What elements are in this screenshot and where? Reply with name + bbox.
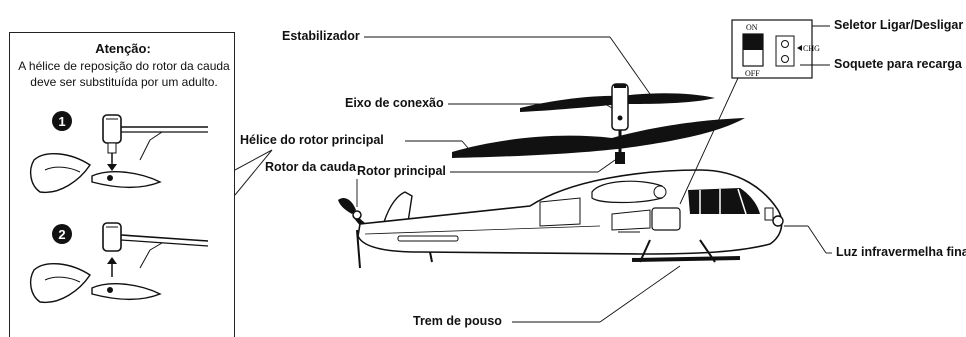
label-eixo-conexao: Eixo de conexão xyxy=(345,96,444,110)
attention-title: Atenção: xyxy=(95,41,151,56)
attention-text: A hélice de reposição do rotor da cauda … xyxy=(18,59,230,89)
label-trem-pouso: Trem de pouso xyxy=(413,314,502,328)
switch-off-text: OFF xyxy=(745,69,760,78)
helicopter: ON OFF CHG xyxy=(338,19,820,269)
label-seletor: Seletor Ligar/Desligar xyxy=(834,18,964,32)
main-rotor-blade xyxy=(452,118,745,158)
switch-chg-text: CHG xyxy=(803,44,820,53)
canopy xyxy=(688,188,760,214)
tail-rotor xyxy=(338,198,356,214)
step-1-illustration: 1 xyxy=(29,111,208,194)
step-2-illustration: 2 xyxy=(29,222,209,304)
step-1-number: 1 xyxy=(58,114,65,129)
label-luz-infravermelha: Luz infravermelha fina xyxy=(836,245,966,259)
label-soquete: Soquete para recarga xyxy=(834,57,962,71)
leader-lines xyxy=(356,25,832,323)
landing-skid xyxy=(631,256,741,262)
label-rotor-cauda: Rotor da cauda xyxy=(265,160,356,174)
label-rotor-principal: Rotor principal xyxy=(357,164,446,178)
label-helice-rotor-principal: Hélice do rotor principal xyxy=(240,133,384,147)
ir-light xyxy=(772,215,784,227)
label-estabilizador: Estabilizador xyxy=(282,29,360,43)
switch-on-text: ON xyxy=(746,23,758,32)
power-switch xyxy=(743,34,763,50)
step-2-badge xyxy=(52,224,72,244)
callout-pointer xyxy=(234,149,273,196)
step-1-badge xyxy=(52,111,72,131)
step-2-number: 2 xyxy=(58,227,65,242)
